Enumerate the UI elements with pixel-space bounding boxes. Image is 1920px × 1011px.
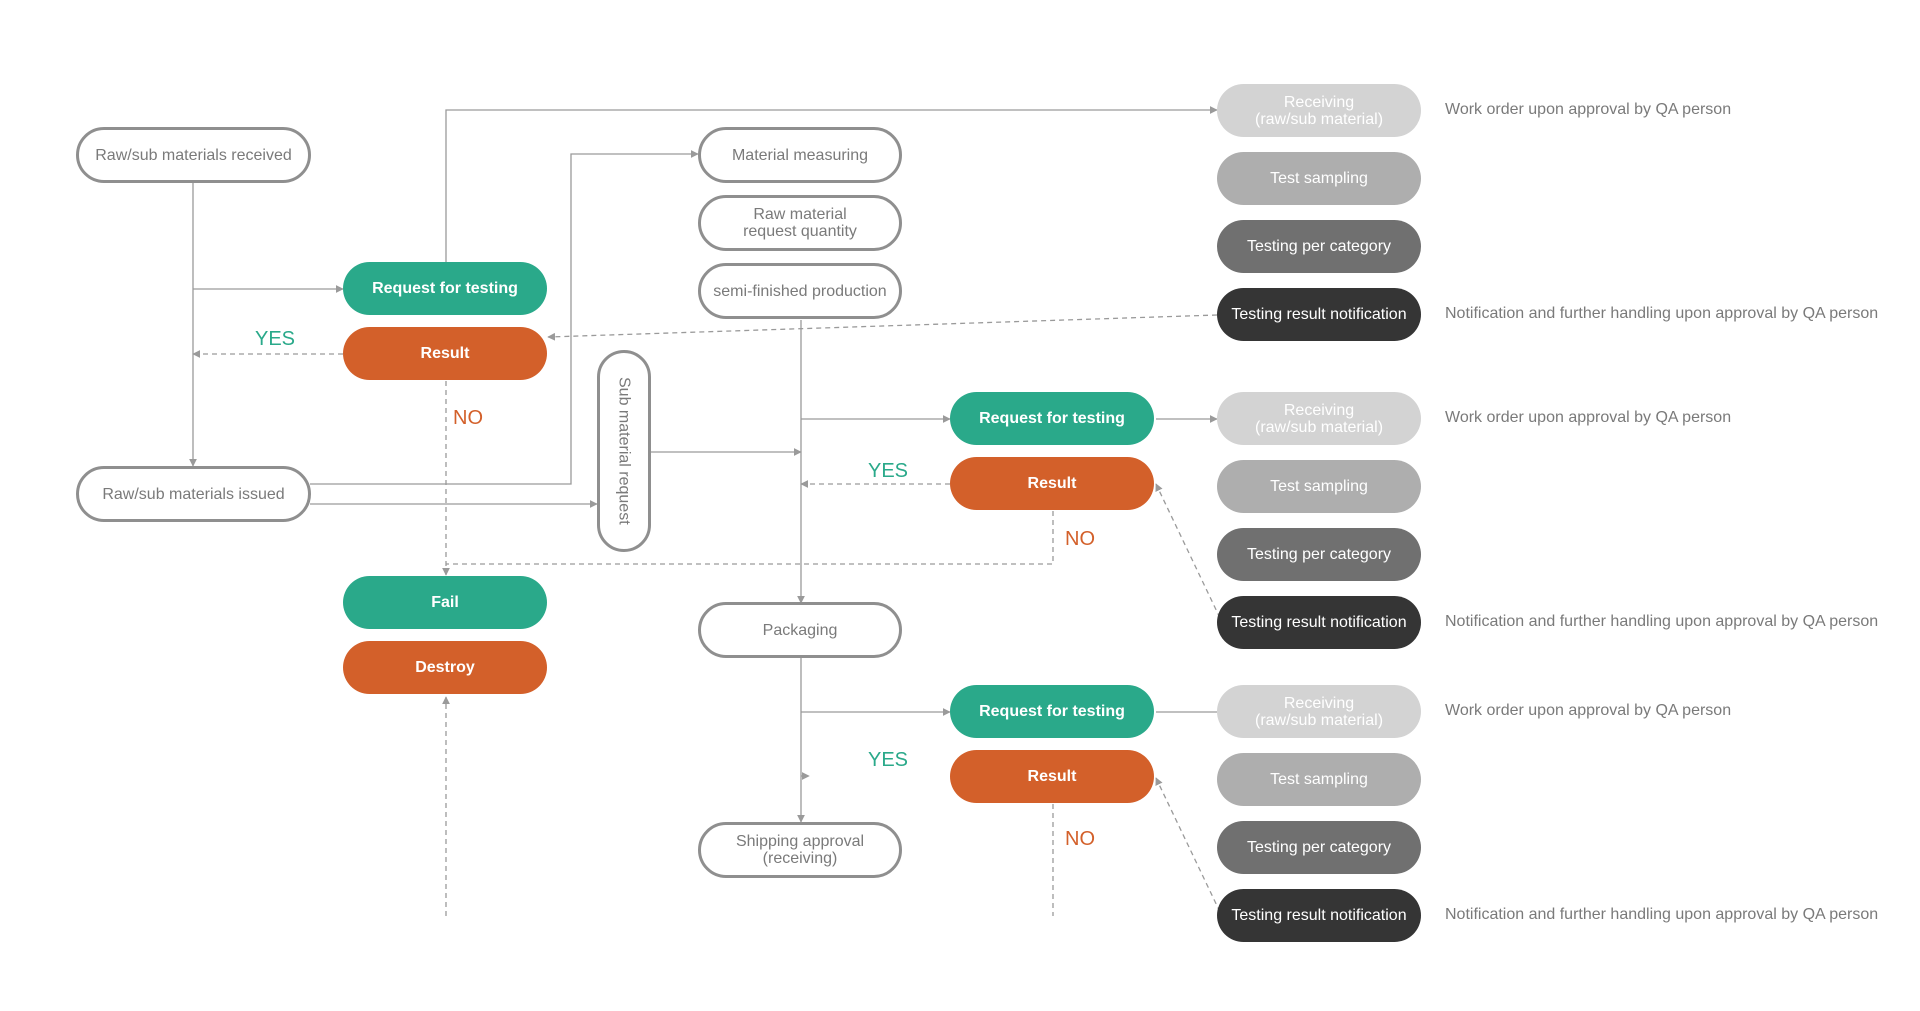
no-label-3: NO [1065,828,1095,850]
notification-note-3: Notification and further handling upon a… [1445,906,1879,923]
request-for-testing-node-3[interactable]: Request for testing [950,685,1154,738]
notification-note-2: Notification and further handling upon a… [1445,613,1879,630]
fail-node[interactable]: Fail [343,576,547,629]
receiving-node-1[interactable]: Receiving (raw/sub material) [1217,84,1421,137]
shipping-approval-node[interactable]: Shipping approval (receiving) [698,822,902,878]
dash-result-2-no [446,511,1054,565]
result-node-1[interactable]: Result [343,327,547,380]
raw-materials-issued-node[interactable]: Raw/sub materials issued [76,466,311,522]
work-order-note-2: Work order upon approval by QA person [1445,409,1732,426]
line-issued-to-measuring [310,150,699,485]
no-label-1: NO [453,407,483,429]
work-order-note-3: Work order upon approval by QA person [1445,702,1732,719]
testing-per-category-node-2[interactable]: Testing per category [1217,528,1421,581]
dash-notification-2-to-result-2 [1155,483,1221,619]
line-request-1-to-receiving [445,106,1218,262]
destroy-node[interactable]: Destroy [343,641,547,694]
semi-finished-production-node[interactable]: semi-finished production [698,263,902,319]
result-node-3[interactable]: Result [950,750,1154,803]
testing-result-notification-node-1[interactable]: Testing result notification [1217,288,1421,341]
test-sampling-node-3[interactable]: Test sampling [1217,753,1421,806]
raw-material-request-quantity-node[interactable]: Raw material request quantity [698,195,902,251]
testing-result-notification-node-3[interactable]: Testing result notification [1217,889,1421,942]
testing-per-category-node-3[interactable]: Testing per category [1217,821,1421,874]
sub-material-request-label: Sub material request [615,377,633,525]
result-node-2[interactable]: Result [950,457,1154,510]
yes-label-2: YES [868,460,909,482]
work-order-note-1: Work order upon approval by QA person [1445,101,1732,118]
notification-note-1: Notification and further handling upon a… [1445,305,1879,322]
receiving-node-3[interactable]: Receiving (raw/sub material) [1217,685,1421,738]
testing-per-category-node-1[interactable]: Testing per category [1217,220,1421,273]
request-for-testing-node-2[interactable]: Request for testing [950,392,1154,445]
yes-label-3: YES [868,749,909,771]
sub-material-request-node[interactable]: Sub material request [597,350,651,552]
request-for-testing-node-1[interactable]: Request for testing [343,262,547,315]
receiving-node-2[interactable]: Receiving (raw/sub material) [1217,392,1421,445]
test-sampling-node-2[interactable]: Test sampling [1217,460,1421,513]
test-sampling-node-1[interactable]: Test sampling [1217,152,1421,205]
yes-label-1: YES [255,328,296,350]
testing-result-notification-node-2[interactable]: Testing result notification [1217,596,1421,649]
no-label-2: NO [1065,528,1095,550]
dash-notification-3-to-result-3 [1155,777,1221,913]
packaging-node[interactable]: Packaging [698,602,902,658]
material-measuring-node[interactable]: Material measuring [698,127,902,183]
dash-notification-1-to-result-1 [547,314,1218,341]
raw-materials-received-node[interactable]: Raw/sub materials received [76,127,311,183]
